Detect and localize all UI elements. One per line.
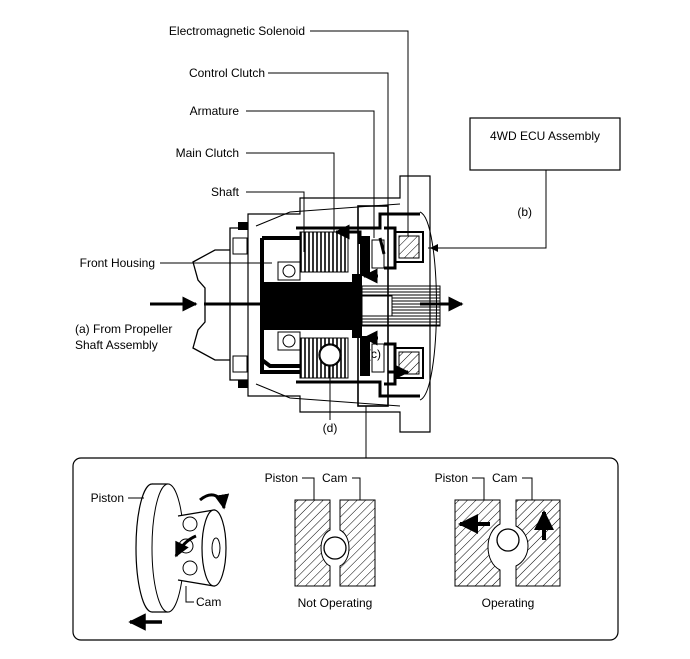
label-c: (c): [367, 347, 381, 361]
detail-piston-label: Piston: [91, 491, 124, 505]
leader-lines: [160, 30, 547, 458]
panel2-cam-label: Cam: [492, 471, 517, 485]
label-ecu: 4WD ECU Assembly: [490, 129, 600, 143]
ecu-signal-arrowhead: [430, 244, 438, 252]
panel2-caption: Operating: [482, 596, 535, 610]
label-from-propeller-2: Shaft Assembly: [75, 338, 158, 352]
detail-region-box: [357, 205, 389, 407]
detail-cam-label: Cam: [196, 595, 221, 609]
label-d: (d): [323, 421, 338, 435]
label-electromagnetic-solenoid: Electromagnetic Solenoid: [169, 24, 305, 38]
operating-section: [454, 477, 561, 587]
piston-cam-illustration: [128, 483, 230, 631]
panel1-piston-label: Piston: [265, 471, 298, 485]
ecu-box: [469, 117, 621, 171]
label-main-clutch: Main Clutch: [176, 146, 239, 160]
label-control-clutch: Control Clutch: [189, 66, 265, 80]
not-operating-section: [294, 477, 376, 587]
panel1-caption: Not Operating: [298, 596, 373, 610]
label-b: (b): [517, 205, 532, 219]
label-armature: Armature: [190, 104, 240, 118]
label-front-housing: Front Housing: [80, 256, 155, 270]
label-from-propeller-1: (a) From Propeller: [75, 322, 172, 336]
coupling-assembly: [192, 175, 441, 433]
panel1-cam-label: Cam: [322, 471, 347, 485]
label-shaft: Shaft: [211, 185, 240, 199]
panel2-piston-label: Piston: [435, 471, 468, 485]
